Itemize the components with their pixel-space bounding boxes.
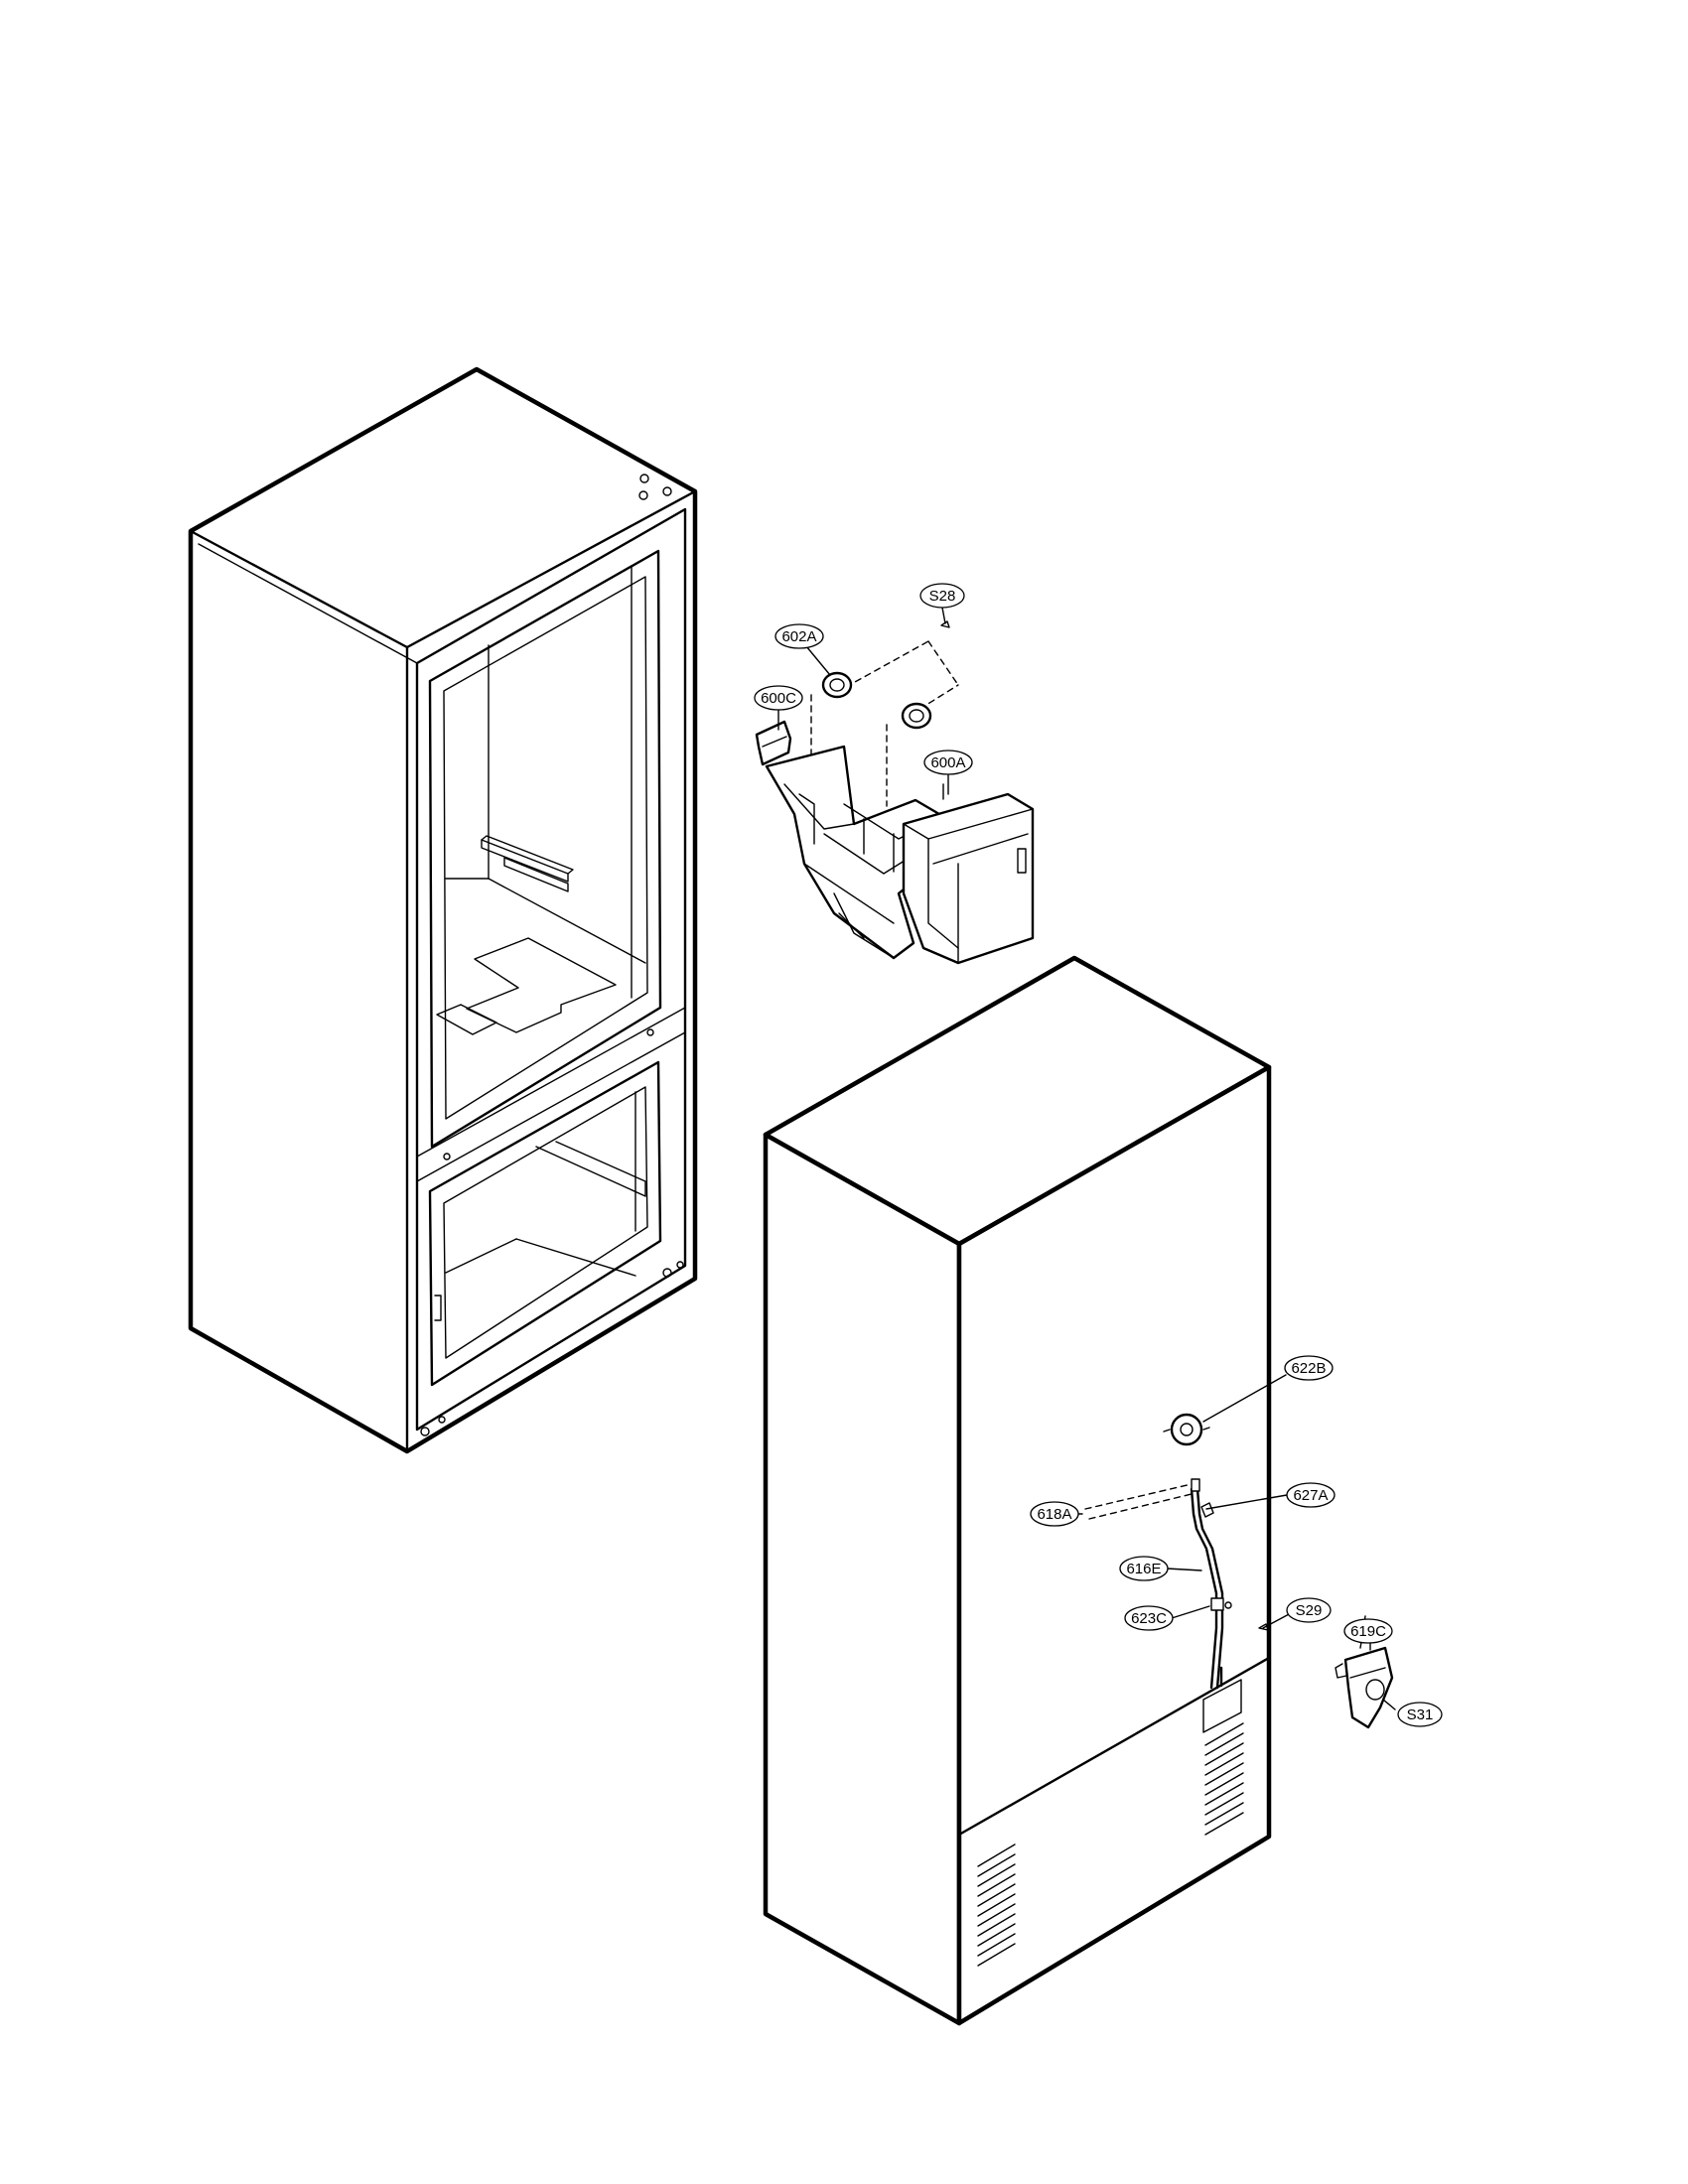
callout-627a: 627A <box>1286 1482 1336 1508</box>
grommet-2 <box>901 702 932 730</box>
inner-cabinet-liner <box>188 366 698 1454</box>
callout-label: 619C <box>1350 1623 1386 1640</box>
outer-cabinet <box>763 955 1272 2026</box>
callout-s29: S29 <box>1286 1597 1332 1623</box>
callout-602a: 602A <box>774 623 824 649</box>
callout-label: S29 <box>1296 1602 1323 1619</box>
leader-lines <box>777 607 1396 1710</box>
vent-left <box>977 1843 1016 1967</box>
callout-label: 600A <box>930 754 965 771</box>
callout-label: 623C <box>1131 1610 1167 1627</box>
grommet-622b <box>1163 1413 1210 1446</box>
callout-label: 627A <box>1293 1487 1328 1504</box>
ice-maker-assembly <box>755 620 1035 965</box>
callout-label: 602A <box>781 628 816 645</box>
callout-600a: 600A <box>923 750 973 775</box>
grommet-1 <box>821 671 853 699</box>
callout-label: 600C <box>761 690 796 707</box>
callout-label: S28 <box>929 588 956 605</box>
callout-label: 616E <box>1126 1561 1161 1577</box>
callout-label: 622B <box>1291 1360 1326 1377</box>
callout-600c: 600C <box>754 685 803 711</box>
vent-right <box>1204 1722 1244 1836</box>
callout-label: S31 <box>1407 1706 1434 1723</box>
callout-s31: S31 <box>1397 1702 1443 1727</box>
water-valve <box>1335 1635 1394 1729</box>
callout-622b: 622B <box>1284 1355 1334 1381</box>
callout-623c: 623C <box>1124 1605 1174 1631</box>
callout-s28: S28 <box>919 583 965 609</box>
callout-label: 618A <box>1037 1506 1071 1523</box>
callout-616e: 616E <box>1119 1556 1169 1581</box>
callout-618a: 618A <box>1030 1501 1079 1527</box>
water-tube <box>1190 1478 1232 1690</box>
callout-619c: 619C <box>1343 1618 1393 1644</box>
